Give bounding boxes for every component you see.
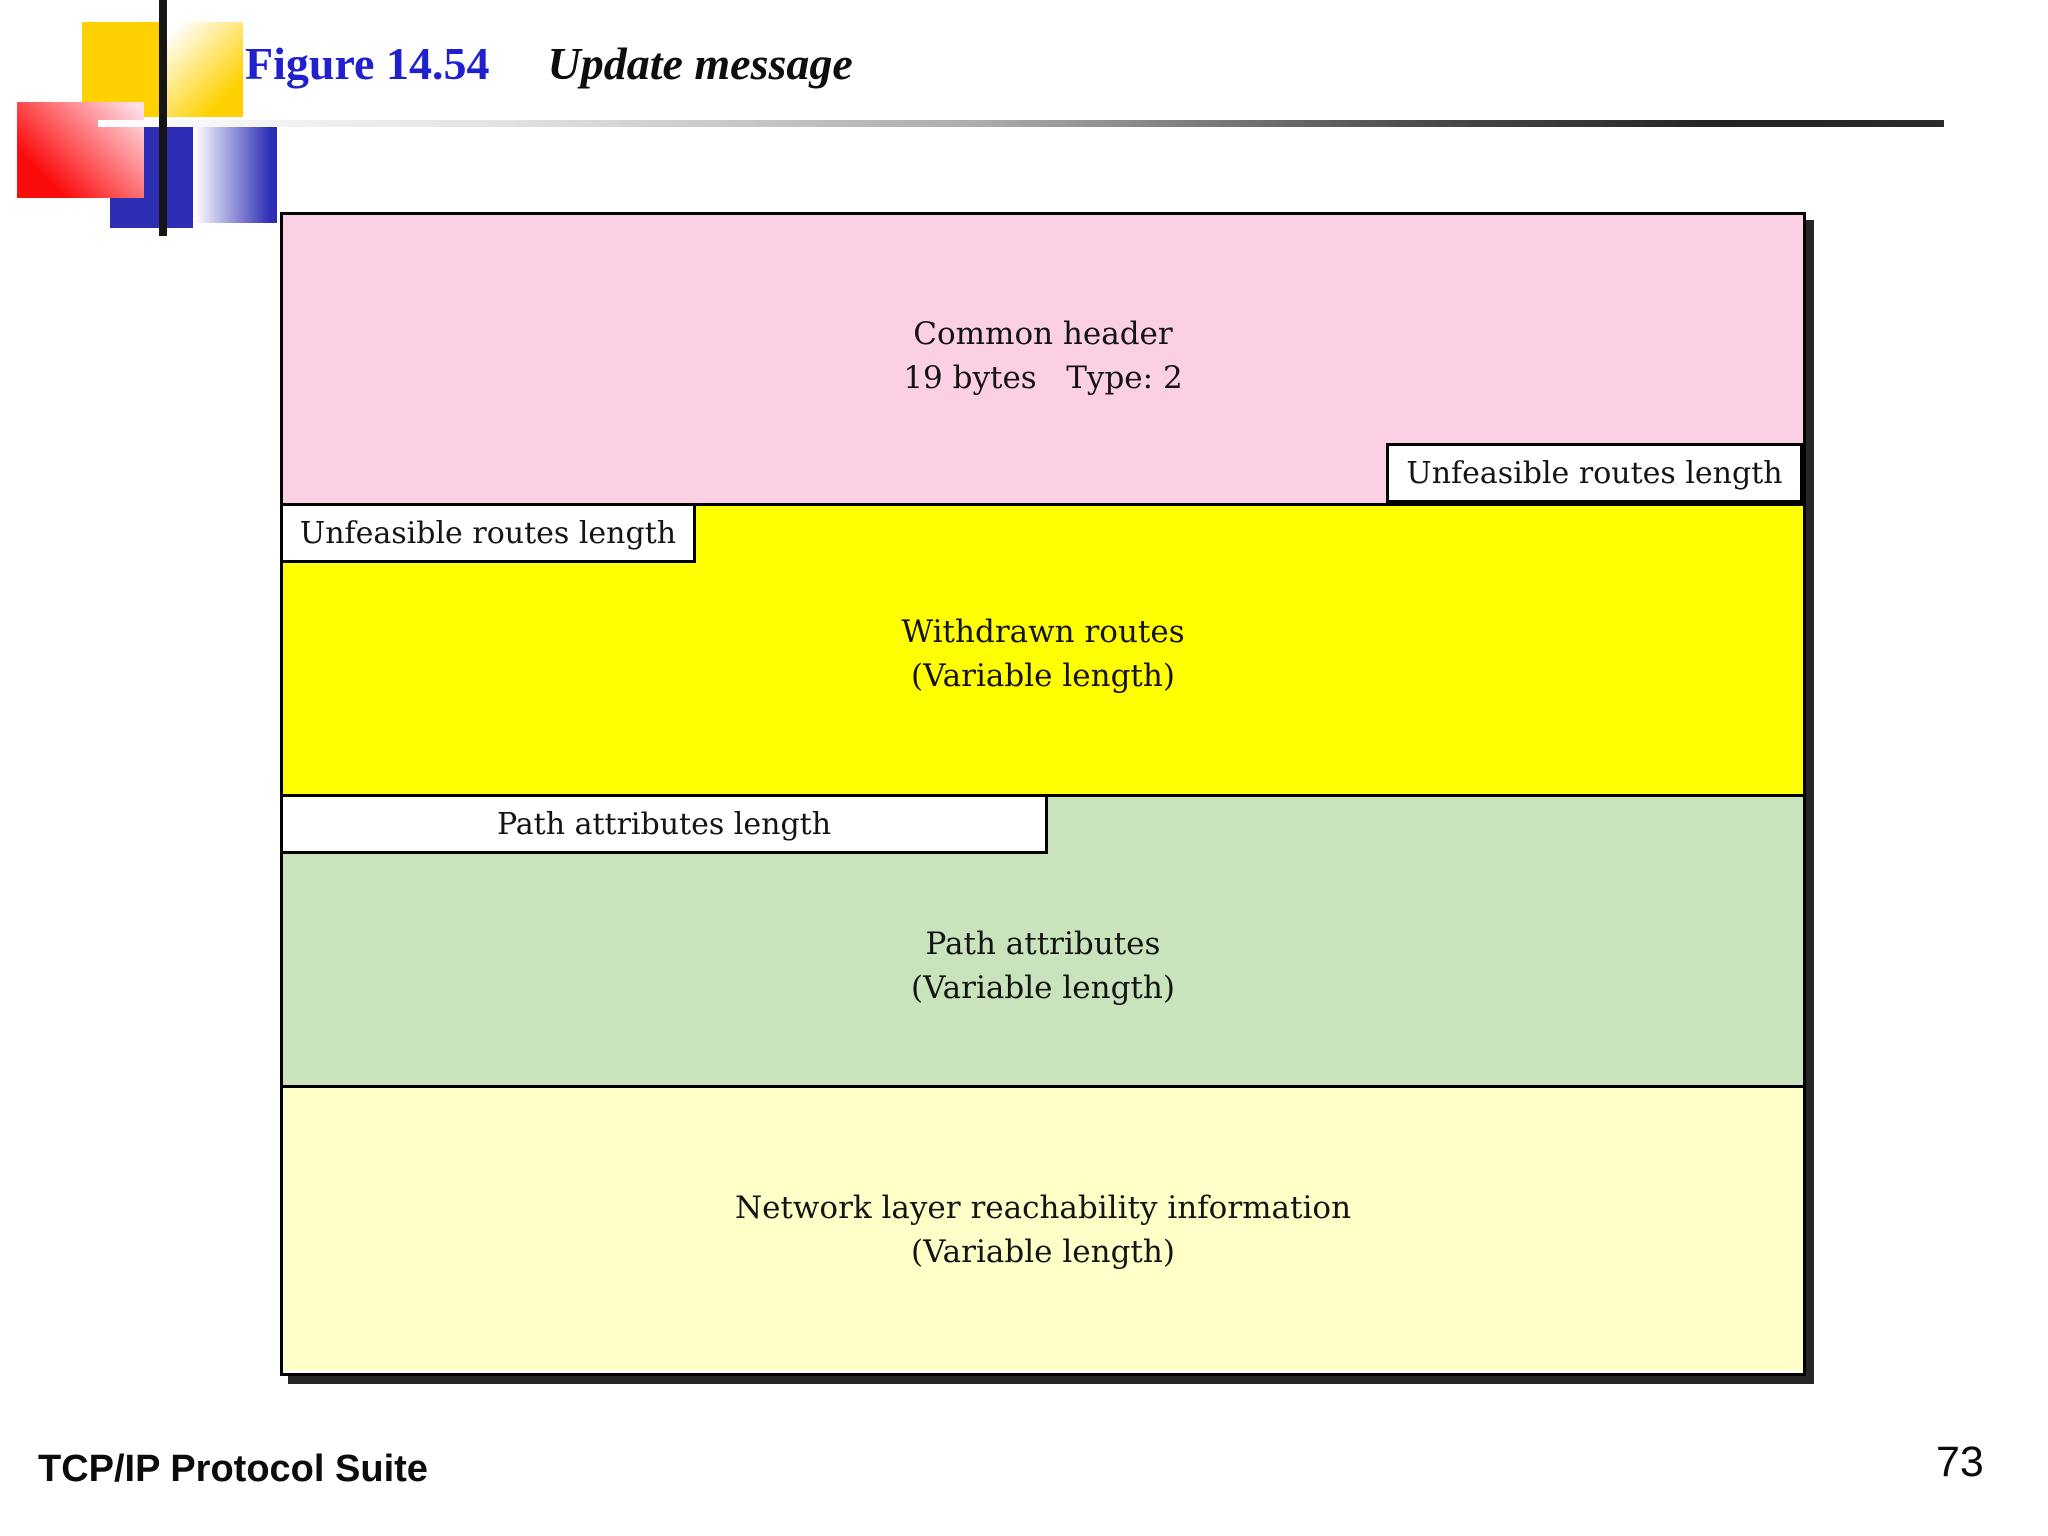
decor-square-red — [17, 102, 144, 198]
nlri-line1: Network layer reachability information — [734, 1190, 1352, 1226]
path-attributes-line2: (Variable length) — [911, 970, 1175, 1006]
slide-title: Figure 14.54 Update message — [245, 36, 853, 92]
footer-book-title: TCP/IP Protocol Suite — [38, 1448, 428, 1490]
title-underline-rule — [98, 120, 1944, 127]
path-attributes-line1: Path attributes — [925, 926, 1161, 962]
page-number: 73 — [1936, 1438, 1984, 1486]
label-path-attributes-length: Path attributes length — [280, 794, 1048, 854]
label-unfeasible-routes-length-right: Unfeasible routes length — [1386, 443, 1803, 503]
common-header-line2: 19 bytes Type: 2 — [903, 360, 1183, 396]
decor-square-blue-gradient — [193, 127, 277, 223]
label-unfeasible-routes-length-left: Unfeasible routes length — [280, 503, 696, 563]
nlri-line2: (Variable length) — [911, 1234, 1175, 1270]
figure-title: Update message — [547, 38, 853, 89]
decor-vertical-line — [159, 0, 167, 236]
common-header-line1: Common header — [913, 316, 1173, 352]
decor-square-yellow-gradient — [167, 22, 243, 117]
withdrawn-routes-line2: (Variable length) — [911, 658, 1175, 694]
path-attributes-text: Path attributes (Variable length) — [283, 922, 1803, 1010]
withdrawn-routes-text: Withdrawn routes (Variable length) — [283, 610, 1803, 698]
decor-square-yellow — [82, 22, 161, 117]
withdrawn-routes-line1: Withdrawn routes — [901, 614, 1185, 650]
section-network-layer-reachability — [283, 1085, 1803, 1370]
nlri-text: Network layer reachability information (… — [283, 1186, 1803, 1274]
figure-number: Figure 14.54 — [245, 38, 490, 89]
common-header-text: Common header 19 bytes Type: 2 — [283, 312, 1803, 400]
update-message-diagram: Common header 19 bytes Type: 2 Withdrawn… — [280, 212, 1806, 1376]
